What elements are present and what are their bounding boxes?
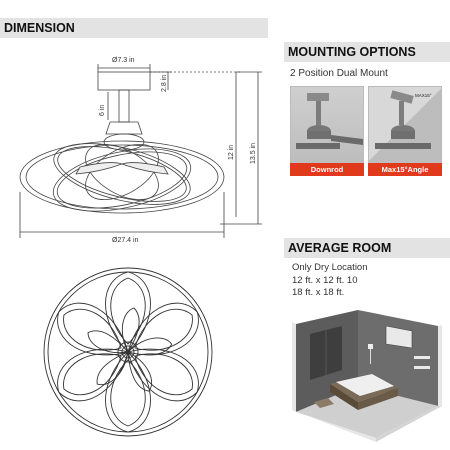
fan-top-view-drawing xyxy=(43,267,213,437)
canopy-diameter-label: Ø7.3 in xyxy=(112,57,135,64)
average-room-header: AVERAGE ROOM xyxy=(284,238,450,258)
room-specs: Only Dry Location 12 ft. x 12 ft. 10 18 … xyxy=(292,262,368,300)
dimension-title: DIMENSION xyxy=(4,21,75,35)
downrod-option-label: Downrod xyxy=(290,163,364,176)
room-spec-line: 12 ft. x 12 ft. 10 xyxy=(292,274,358,286)
downrod-label: 6 in xyxy=(99,105,106,116)
dimension-header: DIMENSION xyxy=(0,18,268,38)
mounting-options-title: MOUNTING OPTIONS xyxy=(288,45,416,59)
total-height-label: 13.5 in xyxy=(250,143,257,164)
mounting-options-header: MOUNTING OPTIONS xyxy=(284,42,450,62)
angle-note: MAX15° xyxy=(415,93,432,98)
angle-option-label: Max15°Angle xyxy=(368,163,442,176)
angled-mount-photo: MAX15° xyxy=(368,86,442,164)
room-illustration xyxy=(292,310,442,442)
fan-diameter-label: Ø27.4 in xyxy=(112,237,139,244)
average-room-title: AVERAGE ROOM xyxy=(288,241,392,255)
room-spec-line: 18 ft. x 18 ft. xyxy=(292,287,345,298)
fan-side-view-drawing: Ø7.3 in 2.8 in 6 in 12 in 13.5 in Ø27.4 … xyxy=(19,57,262,244)
downrod-mount-photo xyxy=(290,86,364,164)
room-spec-line: Only Dry Location xyxy=(292,262,368,273)
canopy-height-label: 2.8 in xyxy=(161,75,168,92)
ceiling-to-blade-label: 12 in xyxy=(228,145,235,160)
mounting-subtitle: 2 Position Dual Mount xyxy=(290,68,388,79)
